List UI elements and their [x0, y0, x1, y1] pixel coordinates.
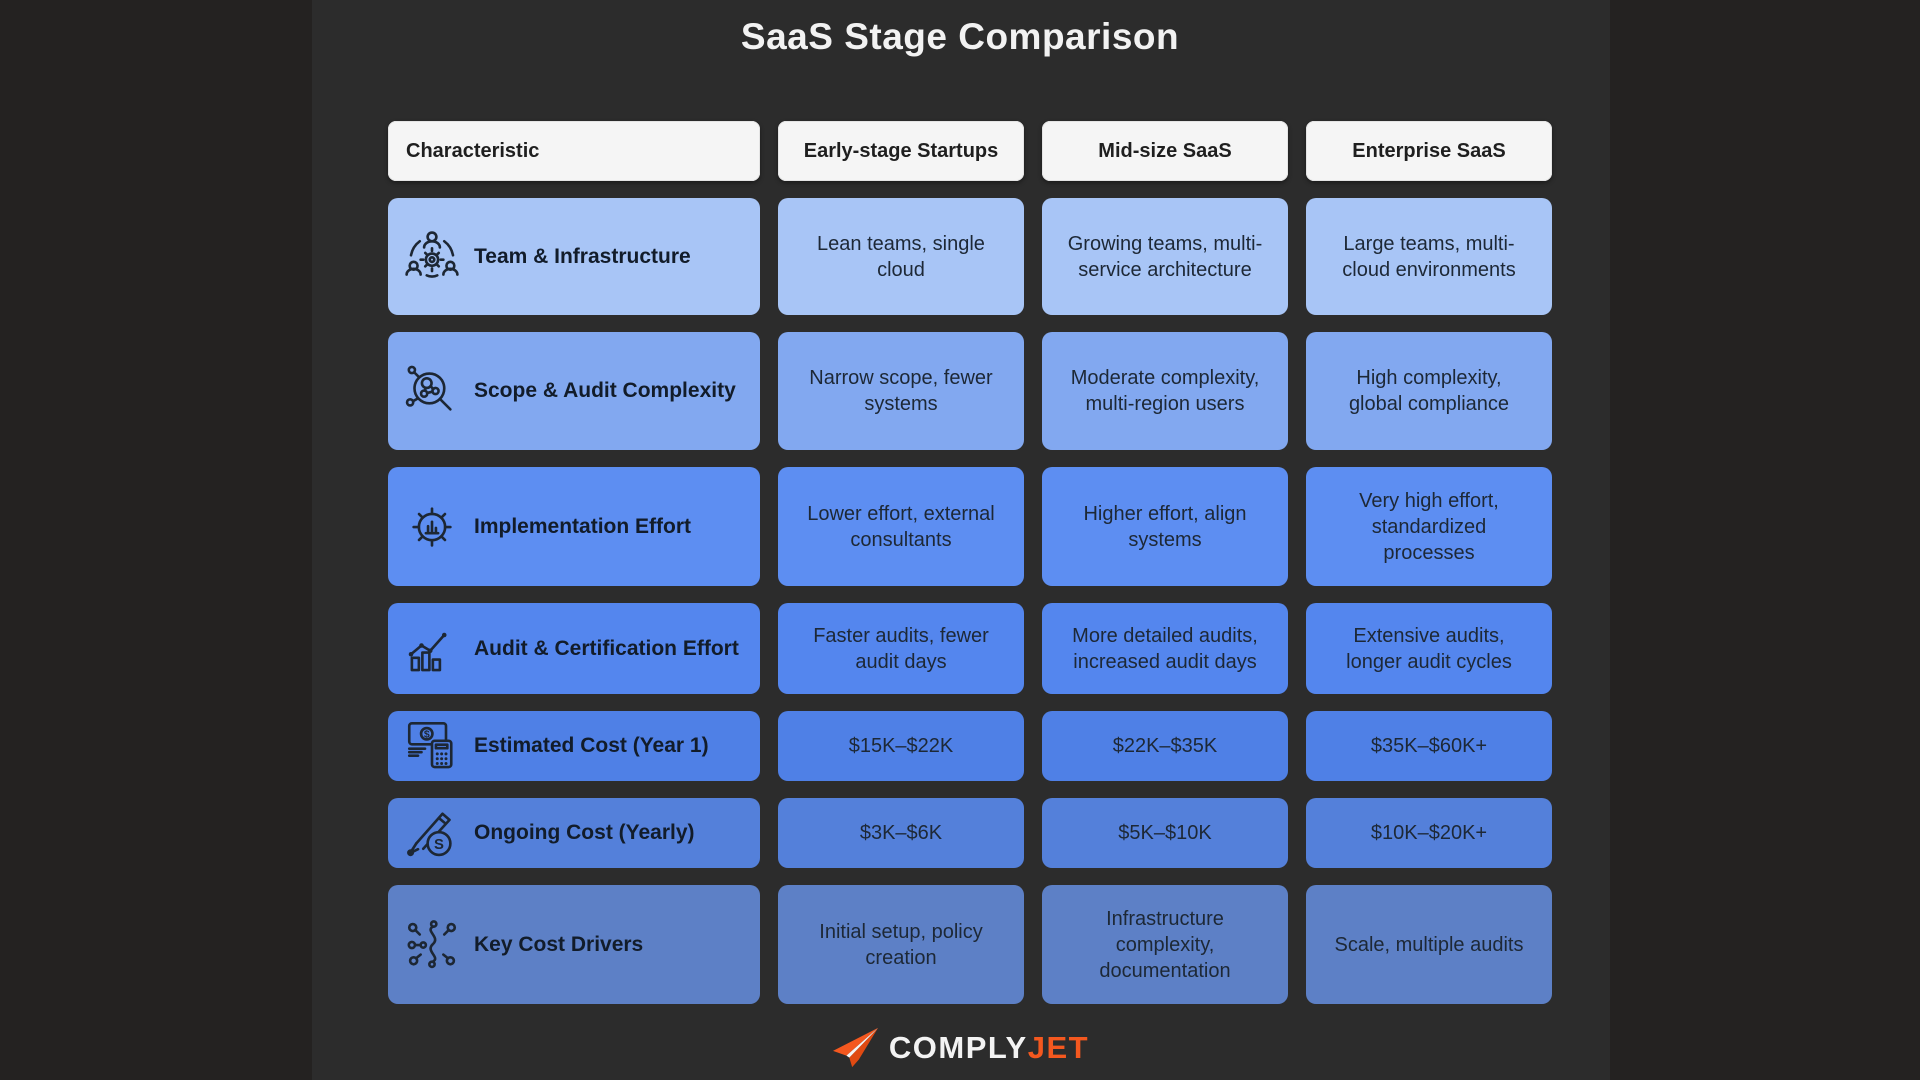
column-header-characteristic: Characteristic	[388, 121, 760, 181]
logo-text-jet: JET	[1027, 1030, 1090, 1065]
row-label-text: Key Cost Drivers	[474, 932, 644, 956]
row-label-text: Implementation Effort	[474, 514, 692, 538]
paper-plane-icon	[832, 1027, 878, 1068]
svg-text:S: S	[434, 837, 444, 853]
page-title: SaaS Stage Comparison	[740, 16, 1180, 57]
logo-text: COMPLYJET	[889, 1030, 1089, 1066]
column-header-mid-size: Mid-size SaaS	[1042, 121, 1288, 181]
complyjet-logo: COMPLYJET	[312, 1027, 1610, 1069]
row-label-team-infrastructure: Team & Infrastructure	[388, 198, 760, 315]
row-label-text: Audit & Certification Effort	[474, 636, 739, 660]
data-cell: $35K–$60K+	[1306, 711, 1552, 781]
data-cell: Very high effort, standardized processes	[1306, 467, 1552, 586]
data-cell: Extensive audits, longer audit cycles	[1306, 603, 1552, 694]
bar-line-chart-icon	[403, 620, 461, 678]
row-label-text: Scope & Audit Complexity	[474, 379, 736, 402]
data-cell: $22K–$35K	[1042, 711, 1288, 781]
data-cell: Infrastructure complexity, documentation	[1042, 885, 1288, 1004]
banknote-calculator-icon: $	[403, 717, 461, 775]
data-cell: Initial setup, policy creation	[778, 885, 1024, 1004]
team-gear-icon	[403, 228, 461, 286]
column-header-enterprise: Enterprise SaaS	[1306, 121, 1552, 181]
row-label-text: Team & Infrastructure	[474, 244, 691, 268]
data-cell: Moderate complexity, multi-region users	[1042, 332, 1288, 450]
data-cell: High complexity, global compliance	[1306, 332, 1552, 450]
data-cell: Lower effort, external consultants	[778, 467, 1024, 586]
pen-coin-icon: S	[403, 804, 461, 862]
row-label-scope-audit-complexity: Scope & Audit Complexity	[388, 332, 760, 450]
data-cell: Scale, multiple audits	[1306, 885, 1552, 1004]
row-label-audit-certification-effort: Audit & Certification Effort	[388, 603, 760, 694]
comparison-table: Characteristic Early-stage Startups Mid-…	[388, 121, 1552, 1004]
row-label-estimated-cost: $ Estimated Cost (Year 1)	[388, 711, 760, 781]
left-side-strip	[0, 0, 312, 1080]
row-label-implementation-effort: Implementation Effort	[388, 467, 760, 586]
column-header-early-stage: Early-stage Startups	[778, 121, 1024, 181]
data-cell: $10K–$20K+	[1306, 798, 1552, 868]
svg-text:$: $	[424, 729, 430, 741]
row-label-key-cost-drivers: Key Cost Drivers	[388, 885, 760, 1004]
data-cell: Faster audits, fewer audit days	[778, 603, 1024, 694]
row-label-ongoing-cost: S Ongoing Cost (Yearly)	[388, 798, 760, 868]
gear-bar-chart-icon	[403, 498, 461, 556]
data-cell: Lean teams, single cloud	[778, 198, 1024, 315]
row-label-text: Estimated Cost (Year 1)	[474, 734, 709, 757]
data-cell: More detailed audits, increased audit da…	[1042, 603, 1288, 694]
data-cell: $5K–$10K	[1042, 798, 1288, 868]
data-cell: Higher effort, align systems	[1042, 467, 1288, 586]
row-label-text: Ongoing Cost (Yearly)	[474, 821, 695, 844]
data-cell: Narrow scope, fewer systems	[778, 332, 1024, 450]
data-cell: $15K–$22K	[778, 711, 1024, 781]
data-cell: Large teams, multi-cloud environments	[1306, 198, 1552, 315]
data-cell: Growing teams, multi-service architectur…	[1042, 198, 1288, 315]
logo-text-comply: COMPLY	[888, 1030, 1028, 1065]
data-cell: $3K–$6K	[778, 798, 1024, 868]
magnifier-molecule-icon	[403, 362, 461, 420]
network-nodes-icon	[403, 916, 461, 974]
right-side-strip	[1610, 0, 1920, 1080]
